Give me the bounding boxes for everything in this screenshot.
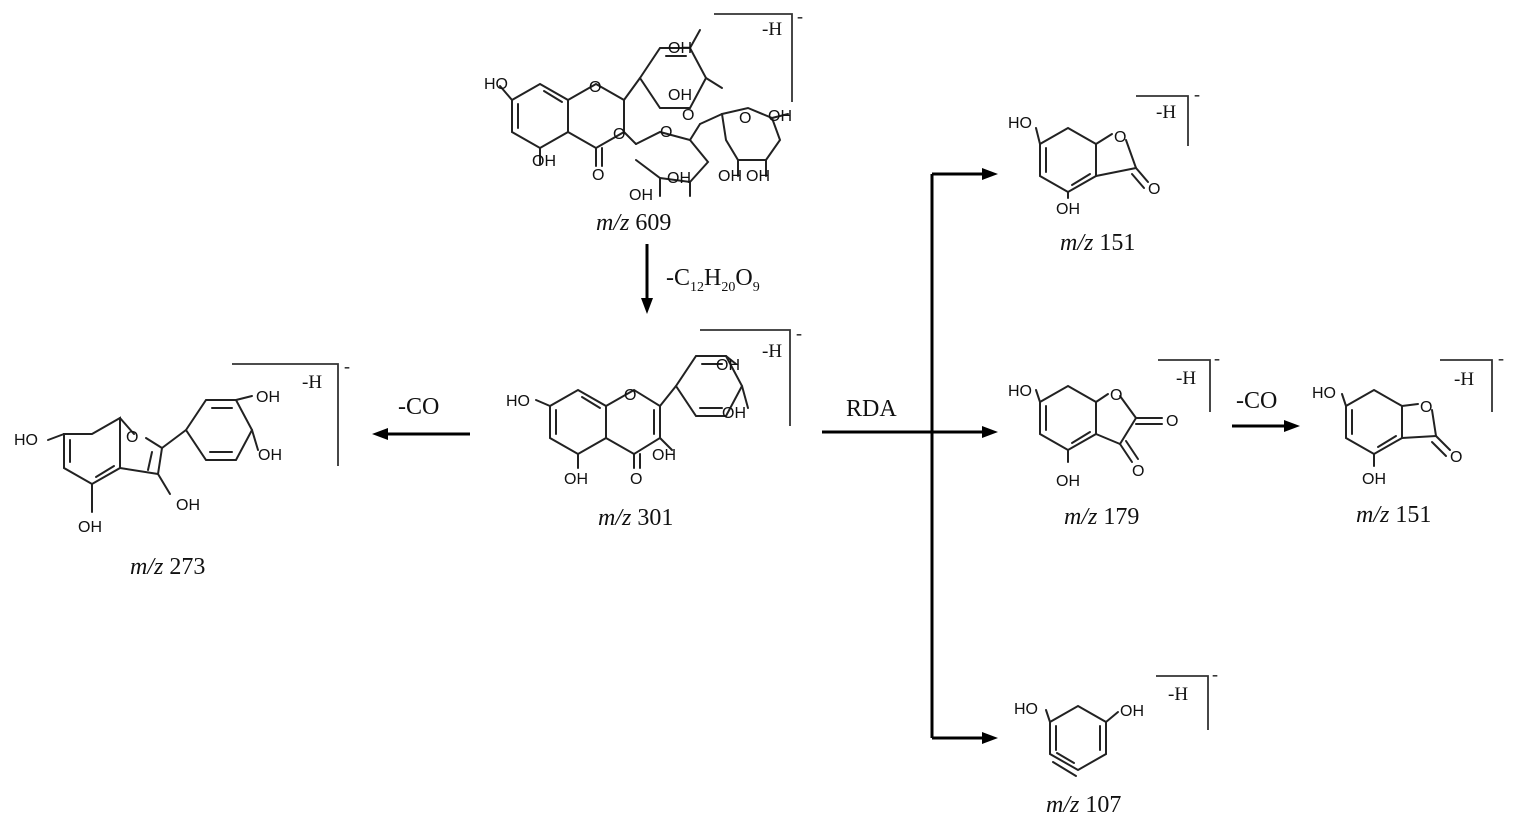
atom-o: O <box>739 110 751 127</box>
atom-o: O <box>592 167 604 184</box>
svg-text:-: - <box>1498 348 1504 368</box>
atom-ho: HO <box>1008 115 1032 132</box>
svg-text:-: - <box>1214 348 1220 368</box>
atom-oh: OH <box>176 497 200 514</box>
svg-text:-H: -H <box>762 341 782 362</box>
atom-oh: OH <box>532 153 556 170</box>
ion-bracket-m609: -H - <box>714 6 803 102</box>
label-m273: m/z 273 <box>130 554 205 580</box>
loss-co-right: -CO <box>1236 388 1277 414</box>
ion-bracket-m151-right: -H - <box>1440 348 1504 412</box>
structure-m301: HO O OH O OH OH OH <box>506 355 749 488</box>
atom-oh: OH <box>716 357 740 374</box>
svg-text:-H: -H <box>1168 684 1188 705</box>
atom-oh: OH <box>258 447 282 464</box>
label-m301: m/z 301 <box>598 505 673 531</box>
atom-o: O <box>1132 463 1144 480</box>
ion-bracket-m179: -H - <box>1158 348 1220 412</box>
rda-branch <box>822 168 998 744</box>
atom-o: O <box>660 124 672 141</box>
atom-o: O <box>1148 181 1160 198</box>
atom-ho: HO <box>1014 701 1038 718</box>
atom-oh: OH <box>768 108 792 125</box>
svg-text:-: - <box>797 6 803 26</box>
atom-ho: HO <box>1312 385 1336 402</box>
ion-bracket-m107: -H - <box>1156 664 1218 730</box>
arrow-301-to-273 <box>372 428 470 440</box>
atom-o: O <box>1166 413 1178 430</box>
atom-o: O <box>624 387 636 404</box>
ion-bracket-m273: -H - <box>232 356 350 466</box>
atom-ho: HO <box>506 393 530 410</box>
atom-o: O <box>1450 449 1462 466</box>
atom-oh: OH <box>78 519 102 536</box>
atom-oh: OH <box>652 447 676 464</box>
svg-text:-: - <box>1212 664 1218 684</box>
atom-oh: OH <box>667 170 691 187</box>
atom-oh: OH <box>1056 473 1080 490</box>
label-m179: m/z 179 <box>1064 504 1139 530</box>
svg-text:-H: -H <box>1176 368 1196 389</box>
atom-oh: OH <box>718 168 742 185</box>
atom-o: O <box>1110 387 1122 404</box>
label-m609: m/z 609 <box>596 210 671 236</box>
atom-oh: OH <box>746 168 770 185</box>
label-m151-top: m/z 151 <box>1060 230 1135 256</box>
label-m151-right: m/z 151 <box>1356 502 1431 528</box>
structure-m107: HO OH <box>1014 701 1144 777</box>
ion-bracket-m301: -H - <box>700 323 802 426</box>
svg-text:-H: -H <box>1156 102 1176 123</box>
atom-ho: HO <box>14 432 38 449</box>
svg-text:-: - <box>344 356 350 376</box>
arrow-179-to-151 <box>1232 420 1300 432</box>
atom-o: O <box>126 429 138 446</box>
svg-text:-: - <box>1194 84 1200 104</box>
atom-o: O <box>682 107 694 124</box>
structure-m273: HO O OH OH OH OH <box>14 389 282 536</box>
atom-oh: OH <box>1120 703 1144 720</box>
svg-text:-H: -H <box>302 372 322 393</box>
atom-oh: OH <box>722 405 746 422</box>
arrow-609-to-301 <box>641 244 653 314</box>
atom-o: O <box>613 126 625 143</box>
atom-oh: OH <box>1362 471 1386 488</box>
svg-text:-H: -H <box>1454 369 1474 390</box>
atom-ho: HO <box>484 76 508 93</box>
atom-oh: OH <box>256 389 280 406</box>
structure-m151-top: HO O O OH <box>1008 115 1160 218</box>
structure-m179: HO O O O OH <box>1008 383 1178 490</box>
atom-oh: OH <box>564 471 588 488</box>
rda-label: RDA <box>846 396 897 422</box>
loss-c12h20o9: -C12H20O9 <box>666 265 760 295</box>
atom-oh: OH <box>1056 201 1080 218</box>
atom-oh: OH <box>668 87 692 104</box>
svg-text:-H: -H <box>762 19 782 40</box>
atom-o: O <box>1114 129 1126 146</box>
structure-m151-right: HO O O OH <box>1312 385 1462 488</box>
atom-o: O <box>1420 399 1432 416</box>
atom-oh: OH <box>668 40 692 57</box>
atom-ho: HO <box>1008 383 1032 400</box>
label-m107: m/z 107 <box>1046 792 1121 818</box>
loss-co-left: -CO <box>398 394 439 420</box>
atom-o: O <box>589 79 601 96</box>
svg-text:-: - <box>796 323 802 343</box>
atom-oh: OH <box>629 187 653 204</box>
atom-o: O <box>630 471 642 488</box>
ion-bracket-m151-top: -H - <box>1136 84 1200 146</box>
structure-m609: HO OH O O OH OH O O O OH OH OH OH O OH <box>484 29 792 204</box>
